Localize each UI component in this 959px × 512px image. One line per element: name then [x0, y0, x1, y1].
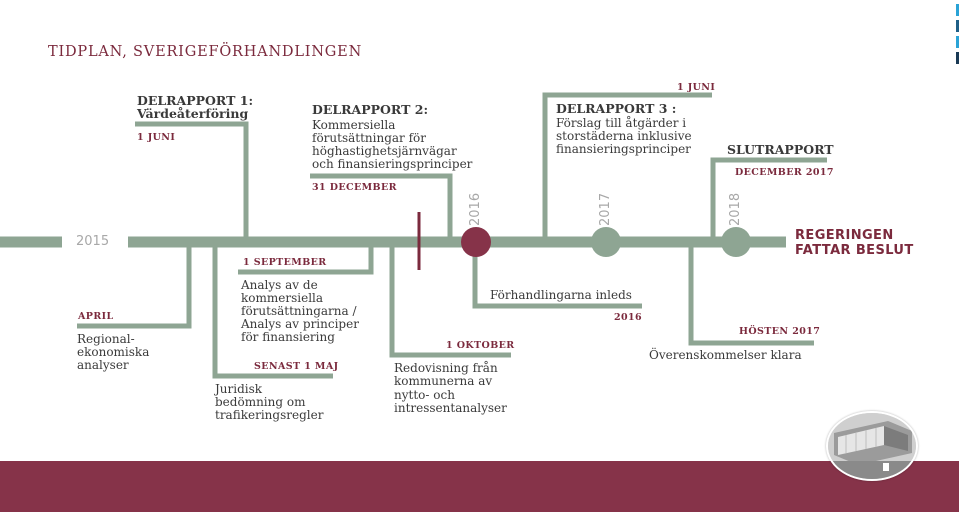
- april-line-3: analyser: [77, 358, 129, 372]
- delrapport3-date: 1 JUNI: [677, 82, 716, 93]
- delrapport2-line-4: och finansieringsprinciper: [312, 157, 473, 171]
- oktober-date: 1 OKTOBER: [446, 340, 515, 351]
- final-line-1: REGERINGEN: [795, 228, 894, 243]
- edge-accent-3: [956, 36, 959, 48]
- connector-delrapport3: [542, 92, 712, 242]
- oktober-line-2: kommunerna av: [394, 374, 493, 388]
- maj-date: SENAST 1 MAJ: [254, 361, 339, 372]
- connector-oktober: [389, 242, 511, 358]
- april-line-2: ekonomiska: [77, 345, 150, 359]
- sept-line-3: förutsättningarna /: [241, 304, 357, 318]
- slutrapport-date: DECEMBER 2017: [735, 167, 834, 178]
- edge-accent-4: [956, 52, 959, 64]
- delrapport2-date: 31 DECEMBER: [312, 182, 397, 193]
- milestone-2018: [721, 227, 751, 257]
- sept-line-4: Analys av principer: [241, 317, 359, 331]
- sept-line-2: kommersiella: [241, 291, 324, 305]
- connector-delrapport1: [135, 121, 249, 242]
- year-2015: 2015: [76, 234, 110, 249]
- connector-forhandling: [472, 242, 642, 309]
- connector-maj: [212, 242, 333, 379]
- forhandling-date: 2016: [614, 312, 643, 323]
- connector-sept: [238, 242, 374, 275]
- forhandling-text: Förhandlingarna inleds: [490, 288, 632, 302]
- oktober-line-3: nytto- och: [394, 388, 455, 402]
- delrapport1-date: 1 JUNI: [137, 132, 176, 143]
- delrapport2-line-1: Kommersiella: [312, 118, 396, 132]
- delrapport1-heading: DELRAPPORT 1:: [137, 93, 254, 108]
- final-line-2: FATTAR BESLUT: [795, 243, 914, 258]
- building-photo-icon: [826, 411, 918, 481]
- delrapport2-line-2: förutsättningar för: [312, 131, 426, 145]
- delrapport3-heading: DELRAPPORT 3 :: [556, 101, 677, 116]
- delrapport1-subheading: Värdeåterföring: [137, 106, 249, 121]
- oktober-line-1: Redovisning från: [394, 361, 498, 375]
- hosten-date: HÖSTEN 2017: [739, 326, 821, 337]
- april-date: APRIL: [78, 311, 114, 322]
- year-2018: 2018: [728, 192, 743, 226]
- page-title: TIDPLAN, SVERIGEFÖRHANDLINGEN: [48, 44, 363, 60]
- delrapport3-line-2: storstäderna inklusive: [556, 129, 692, 143]
- sept-date: 1 SEPTEMBER: [243, 257, 327, 268]
- hosten-text: Överenskommelser klara: [649, 348, 802, 362]
- footer-band: [0, 461, 959, 512]
- delrapport2-line-3: höghastighetsjärnvägar: [312, 144, 457, 158]
- delrapport3-line-1: Förslag till åtgärder i: [556, 116, 687, 130]
- connector-april: [77, 242, 192, 329]
- edge-accent-1: [956, 4, 959, 16]
- maj-line-2: bedömning om: [215, 395, 306, 409]
- slutrapport-heading: SLUTRAPPORT: [727, 142, 834, 157]
- year-2017: 2017: [598, 192, 613, 226]
- year-2016: 2016: [468, 192, 483, 226]
- sept-line-1: Analys av de: [241, 278, 318, 292]
- milestone-2017: [591, 227, 621, 257]
- sept-line-5: för finansiering: [241, 330, 335, 344]
- maj-line-1: Juridisk: [215, 382, 263, 396]
- april-line-1: Regional-: [77, 332, 135, 346]
- connector-hosten: [688, 242, 814, 346]
- maj-line-3: trafikeringsregler: [215, 408, 324, 422]
- connector-slutrapport: [710, 157, 827, 242]
- delrapport3-line-3: finansieringsprinciper: [556, 142, 691, 156]
- milestone-2016: [461, 227, 491, 257]
- oktober-line-4: intressentanalyser: [394, 401, 507, 415]
- connector-delrapport2: [310, 173, 453, 242]
- delrapport2-heading: DELRAPPORT 2:: [312, 102, 429, 117]
- edge-accent-2: [956, 20, 959, 32]
